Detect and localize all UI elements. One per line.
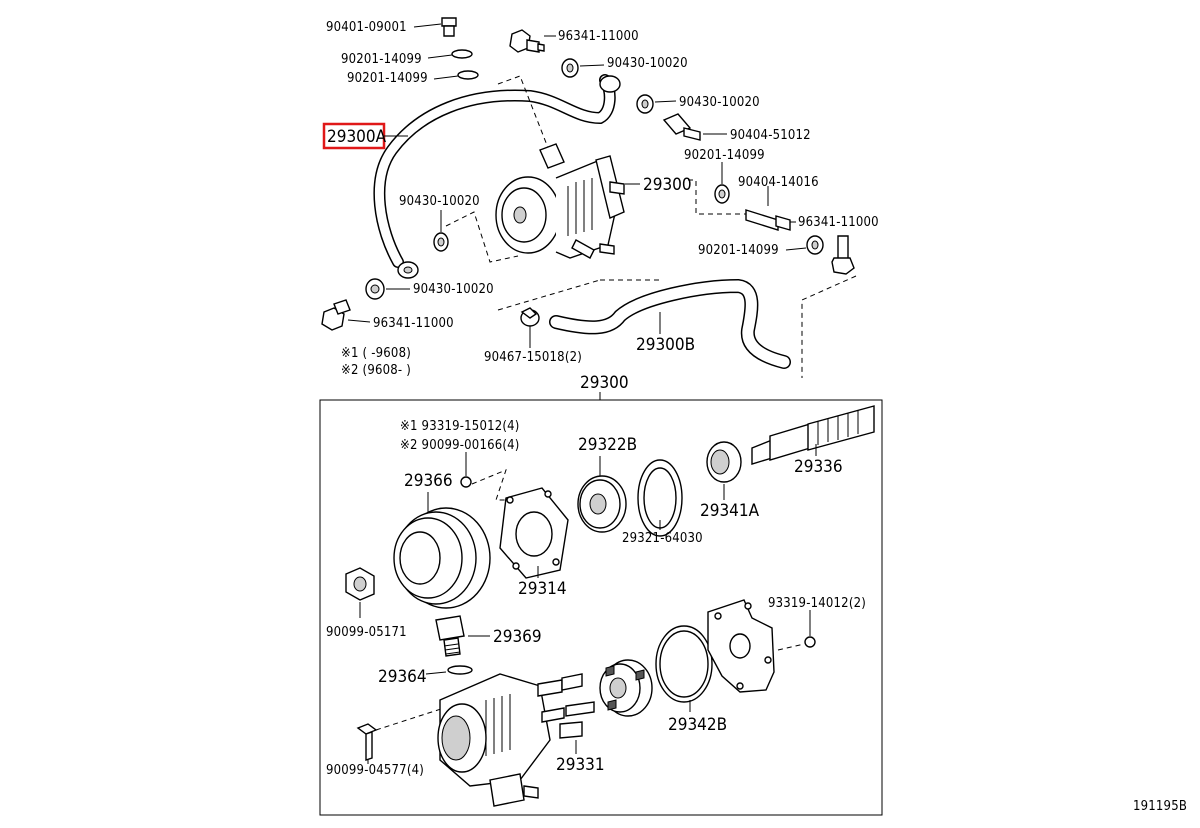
clamp-90467-15018	[520, 307, 540, 327]
label-90201-14099-d: 90201-14099	[698, 243, 779, 258]
label-90467-15018: 90467-15018(2)	[484, 350, 582, 365]
label-90201-14099-a: 90201-14099	[341, 52, 422, 67]
bolt-90099-04577	[356, 723, 378, 761]
bearing-29322B	[577, 475, 627, 533]
note-2: ※2 (9608- )	[341, 363, 411, 378]
note-1: ※1 ( -9608)	[341, 346, 411, 361]
shaft-29336	[751, 405, 875, 465]
screw-93319-b	[804, 636, 816, 648]
label-96341-11000-left: 96341-11000	[373, 316, 454, 331]
rotor	[599, 659, 653, 717]
pulley-29366	[393, 507, 491, 609]
union-90404-14016	[745, 209, 791, 231]
label-90430-10020-c: 90430-10020	[399, 194, 480, 209]
pump-housing	[437, 673, 551, 807]
plug-90401-09001	[441, 17, 457, 37]
label-29300-pump: 29300	[643, 175, 692, 195]
label-29364: 29364	[378, 667, 427, 687]
label-90430-10020-a: 90430-10020	[607, 56, 688, 71]
label-90099-04577: 90099-04577(4)	[326, 763, 424, 778]
label-93319-15012: ※1 93319-15012(4)	[400, 419, 520, 434]
label-90404-51012: 90404-51012	[730, 128, 811, 143]
union-bolt-96341-left	[321, 299, 351, 331]
label-29336: 29336	[794, 457, 843, 477]
gasket-90201-b	[457, 70, 479, 80]
label-29314: 29314	[518, 579, 567, 599]
label-90099-05171: 90099-05171	[326, 625, 407, 640]
o-ring-29342B	[655, 625, 713, 703]
label-90430-10020-d: 90430-10020	[413, 282, 494, 297]
image-code: 191195B	[1133, 799, 1187, 814]
label-90404-14016: 90404-14016	[738, 175, 819, 190]
screw-93319-a	[460, 476, 472, 488]
vacuum-pump-29300	[495, 143, 625, 259]
label-96341-11000-right: 96341-11000	[798, 215, 879, 230]
label-90201-14099-c: 90201-14099	[684, 148, 765, 163]
box-title-29300: 29300	[580, 373, 629, 393]
seal-29321-64030	[637, 459, 683, 537]
label-29300B: 29300B	[636, 335, 695, 355]
label-90099-00166: ※2 90099-00166(4)	[400, 438, 520, 453]
nut-90099-05171	[345, 567, 375, 601]
union-bolt-96341-right	[831, 235, 855, 275]
label-29369: 29369	[493, 627, 542, 647]
label-29341A: 29341A	[700, 501, 760, 521]
label-90401-09001: 90401-09001	[326, 20, 407, 35]
plate-29314	[499, 487, 569, 579]
oil-seal-29341A	[706, 441, 742, 483]
label-93319-14012: 93319-14012(2)	[768, 596, 866, 611]
hose-29300A	[373, 74, 621, 279]
connector-90404-51012	[662, 113, 701, 141]
end-plate	[707, 599, 775, 693]
valve-29369	[435, 615, 465, 657]
union-bolt-96341-top	[509, 29, 545, 53]
label-96341-11000-top: 96341-11000	[558, 29, 639, 44]
label-90201-14099-b: 90201-14099	[347, 71, 428, 86]
label-29300A: 29300A	[327, 127, 387, 147]
vanes-29331	[537, 673, 595, 739]
hose-29300B	[549, 278, 791, 369]
o-ring-29364	[447, 665, 473, 675]
gasket-90201-a	[451, 49, 473, 59]
label-29331: 29331	[556, 755, 605, 775]
label-90430-10020-b: 90430-10020	[679, 95, 760, 110]
label-29366: 29366	[404, 471, 453, 491]
label-29342B: 29342B	[668, 715, 727, 735]
exploded-view-box	[319, 399, 883, 816]
label-29322B: 29322B	[578, 435, 637, 455]
label-29321-64030: 29321-64030	[622, 531, 703, 546]
